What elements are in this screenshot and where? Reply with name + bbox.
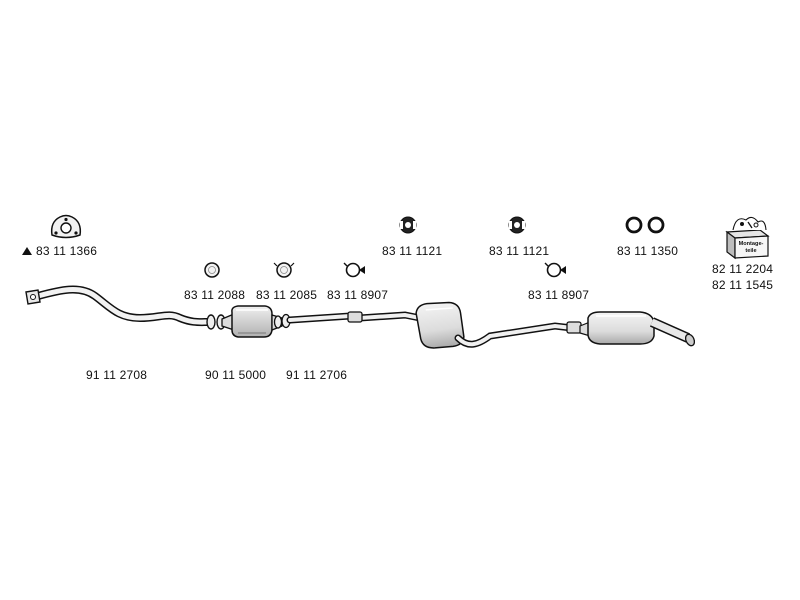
catalytic-converter-icon <box>221 305 283 338</box>
center-muffler-icon <box>415 301 465 349</box>
front-pipe-icon <box>25 285 212 327</box>
part-number-label: 82 11 1545 <box>712 278 774 292</box>
mounting-kit-box-icon: Montage- teile <box>725 216 770 260</box>
pipe-clamp-icon <box>343 262 365 278</box>
part-number-label: 90 11 5000 <box>205 368 267 382</box>
part-number-label: 91 11 2706 <box>286 368 348 382</box>
warning-triangle-icon <box>22 247 32 255</box>
part-number-label: 83 11 1350 <box>617 244 679 258</box>
rubber-hanger-icon <box>508 216 526 234</box>
part-number-label: 83 11 1121 <box>382 244 443 258</box>
part-number-label: 91 11 2708 <box>86 368 148 382</box>
three-bolt-gasket-icon <box>50 214 82 239</box>
intermediate-pipe-icon <box>454 321 582 348</box>
pipe-clamp-icon <box>544 262 566 278</box>
rear-muffler-icon <box>579 311 696 347</box>
kit-box-label-line2: teile <box>745 248 756 254</box>
kit-box-label-line1: Montage- <box>739 241 764 247</box>
part-number-label: 83 11 8907 <box>327 288 389 302</box>
middle-pipe-icon <box>281 311 424 329</box>
part-number-label: 83 11 1121 <box>489 244 550 258</box>
part-number-text: 83 11 1366 <box>36 244 98 258</box>
o-ring-icon <box>625 216 665 234</box>
part-number-label: 83 11 2085 <box>256 288 318 302</box>
sealing-ring-icon <box>273 262 295 278</box>
part-number-label: 83 11 8907 <box>528 288 590 302</box>
part-number-label: 83 11 1366 <box>22 244 97 258</box>
rubber-hanger-icon <box>399 216 417 234</box>
part-number-label: 83 11 2088 <box>184 288 246 302</box>
part-number-label: 82 11 2204 <box>712 262 774 276</box>
sealing-ring-icon <box>204 262 220 278</box>
